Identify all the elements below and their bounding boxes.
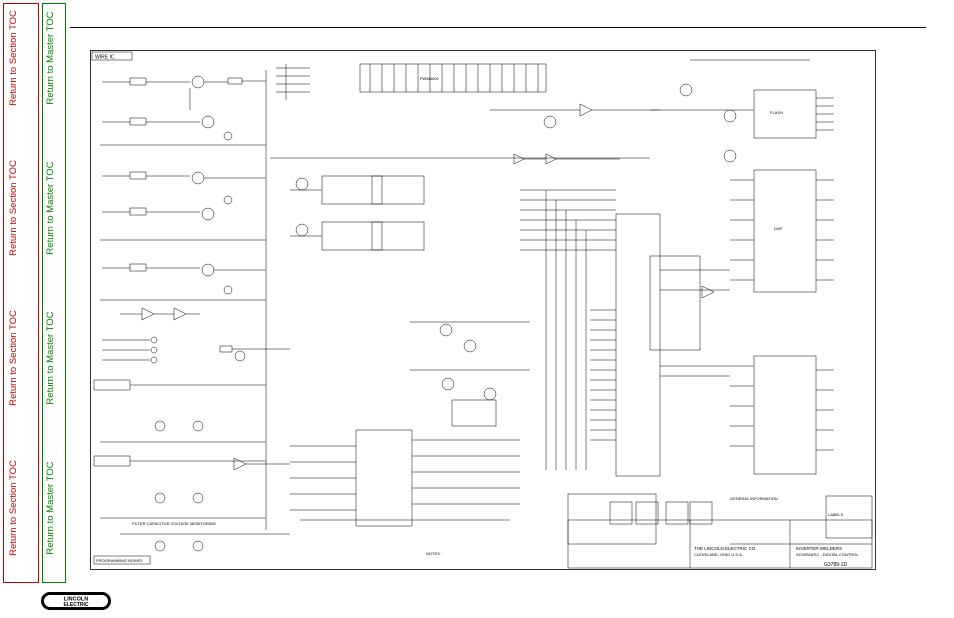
block-label: WIRE IC bbox=[95, 55, 115, 61]
drawing-title-1: INVERTER WELDERS bbox=[796, 546, 842, 551]
return-to-section-toc-link-4[interactable]: Return to Section TOC bbox=[8, 460, 19, 556]
return-to-master-toc-link-3[interactable]: Return to Master TOC bbox=[45, 311, 56, 405]
bottom-left-box-label: PROGRAMMING BOARD bbox=[96, 558, 143, 563]
return-to-master-toc-link-1[interactable]: Return to Master TOC bbox=[45, 11, 56, 105]
stage-1 bbox=[100, 75, 266, 146]
chip-u2 bbox=[355, 429, 413, 527]
buffers bbox=[490, 103, 660, 165]
inputs-lower bbox=[102, 336, 290, 364]
main-ic-block bbox=[520, 189, 730, 477]
company-name: THE LINCOLN ELECTRIC CO. bbox=[694, 546, 757, 551]
flash-chip-label: FLASH bbox=[770, 110, 783, 115]
header-rule bbox=[70, 27, 926, 28]
return-to-section-toc-link-2[interactable]: Return to Section TOC bbox=[8, 160, 19, 256]
section-toc-bar bbox=[3, 3, 39, 583]
drawing-title-2: SCHEMATIC - DIGITAL CONTROL bbox=[796, 552, 859, 557]
center-logic bbox=[270, 63, 660, 527]
resistor-array-top bbox=[369, 64, 539, 92]
chip-u3 bbox=[615, 213, 661, 477]
stage-3 bbox=[100, 263, 266, 301]
return-to-master-toc-link-4[interactable]: Return to Master TOC bbox=[45, 461, 56, 555]
return-to-section-toc-link-3[interactable]: Return to Section TOC bbox=[8, 310, 19, 406]
general-info-heading: GENERAL INFORMATION bbox=[730, 496, 778, 501]
logo-text-2: ELECTRIC bbox=[64, 602, 89, 608]
return-to-master-toc-link-2[interactable]: Return to Master TOC bbox=[45, 161, 56, 255]
pwm-chip-label: PWM4000 bbox=[420, 76, 439, 81]
company-city: CLEVELAND, OHIO U.S.A. bbox=[694, 552, 743, 557]
bus-lines bbox=[520, 189, 616, 470]
labels-heading: LABELS bbox=[828, 512, 843, 517]
chip-u7 bbox=[753, 355, 817, 475]
schematic-border bbox=[90, 50, 876, 570]
return-to-section-toc-link-1[interactable]: Return to Section TOC bbox=[8, 10, 19, 106]
filter-note: FILTER CAPACITOR VOLTAGE MONITORING bbox=[132, 521, 216, 526]
left-transistor-stages bbox=[93, 70, 290, 565]
notes-heading: NOTES : bbox=[426, 551, 442, 556]
title-block bbox=[567, 493, 873, 569]
chip-flash bbox=[753, 89, 817, 139]
master-toc-bar bbox=[42, 3, 66, 583]
dsp-chip-label: DSP bbox=[774, 226, 783, 231]
left-pin-column bbox=[276, 64, 310, 100]
left-pins-u3 bbox=[590, 309, 616, 441]
sidebar-nav: Return to Section TOC Return to Master T… bbox=[0, 0, 68, 618]
lincoln-electric-logo: LINCOLN ELECTRIC bbox=[41, 592, 111, 610]
op-amps bbox=[120, 307, 200, 321]
chip-dsp bbox=[753, 169, 817, 293]
right-memory-chips bbox=[650, 59, 834, 475]
drawing-number: G3789-1D bbox=[824, 562, 847, 568]
logo-text-1: LINCOLN bbox=[64, 597, 88, 603]
schematic-diagram: WIRE IC FILTER CAPACITOR VOLTAGE MONITOR… bbox=[90, 50, 876, 570]
lower-fets bbox=[410, 321, 530, 401]
filter-monitor bbox=[93, 379, 290, 552]
stage-2 bbox=[100, 171, 266, 241]
